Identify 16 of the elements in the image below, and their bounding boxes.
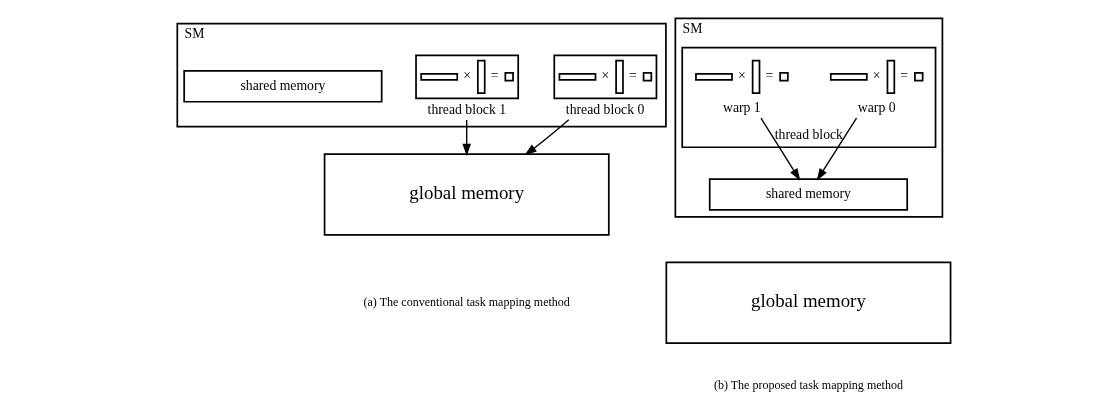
label: (b) The proposed task mapping method (713, 378, 903, 393)
node-box: global memory (664, 261, 951, 344)
node-label: warp 1 (722, 99, 761, 115)
node-box: × = (414, 54, 519, 100)
arrow (816, 117, 857, 181)
node-box: global memory (323, 153, 610, 236)
node-box: shared memory (182, 69, 383, 103)
node-label: warp 0 (857, 99, 896, 115)
node-label: thread block 1 (427, 101, 506, 117)
label: (a) The conventional task mapping method (363, 294, 570, 309)
node-box: × = (552, 54, 657, 100)
arrow (461, 119, 471, 157)
node-label: thread block 0 (565, 101, 644, 117)
arrow (759, 117, 800, 181)
arrow (524, 119, 569, 156)
node-box: shared memory (708, 178, 908, 211)
